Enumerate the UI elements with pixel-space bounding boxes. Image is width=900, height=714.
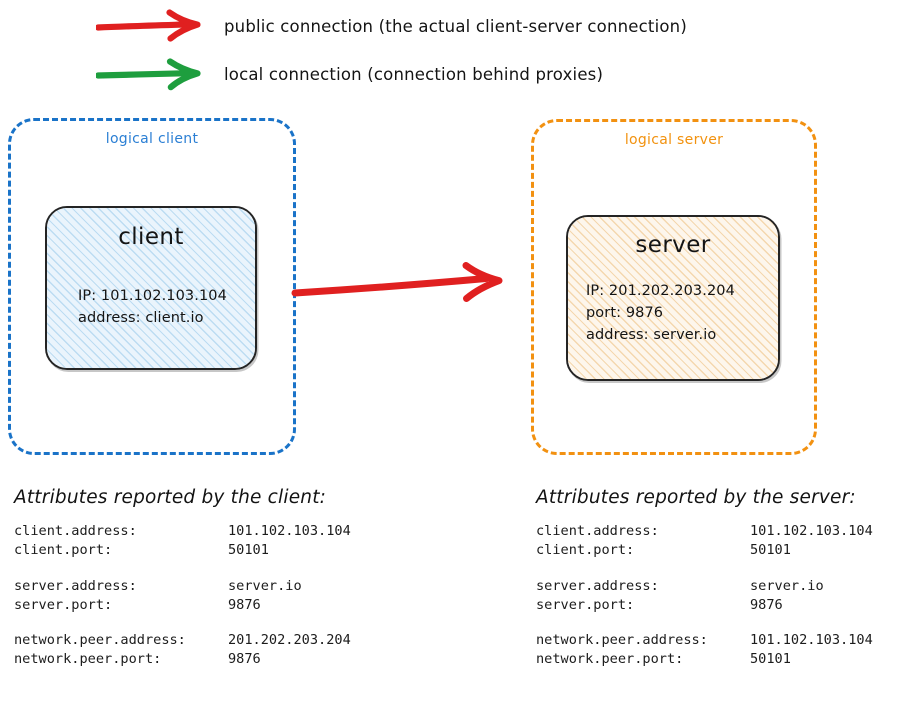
attr-value: server.io [750,577,824,594]
server-node-detail-port: port: 9876 [586,304,664,321]
server-attributes-table: client.address: 101.102.103.104 client.p… [536,522,900,670]
public-connection-arrow [291,262,503,302]
attr-row: server.port: 9876 [14,596,414,615]
legend-label-local: local connection (connection behind prox… [224,64,604,84]
attr-key: client.address: [14,523,137,539]
attr-group: network.peer.address: 201.202.203.204 ne… [14,631,414,670]
server-node-detail-ip: IP: 201.202.203.204 [586,283,735,299]
attr-key: server.port: [536,596,635,613]
attr-key: network.peer.address: [14,632,186,649]
legend-label-public: public connection (the actual client-ser… [224,16,687,36]
attr-key: server.port: [14,596,113,613]
attr-key: network.peer.address: [536,632,708,649]
client-node-details: IP: 101.102.103.104 address: client.io [47,286,255,330]
attr-row: network.peer.address: 101.102.103.104 [536,631,900,650]
attr-value: server.io [228,577,302,594]
attr-row: network.peer.address: 201.202.203.204 [14,631,414,650]
attr-key: network.peer.port: [14,651,162,668]
server-attributes-panel: Attributes reported by the server: clien… [536,487,900,670]
client-attributes-heading: Attributes reported by the client: [14,487,327,508]
attr-group: client.address: 101.102.103.104 client.p… [536,522,900,561]
attr-value: 9876 [228,651,261,668]
attr-row: network.peer.port: 50101 [536,650,900,669]
attr-key: client.port: [14,542,113,559]
client-node-detail-ip: IP: 101.102.103.104 [78,288,227,304]
server-node-hatch [568,217,778,379]
logical-server-title: logical server [624,132,724,148]
logical-server-container: logical server server IP: 201.202.203.20… [531,119,817,455]
attr-key: server.address: [536,577,659,594]
attr-value: 101.102.103.104 [228,523,351,539]
server-node[interactable]: server IP: 201.202.203.204 port: 9876 ad… [566,215,780,381]
attr-key: network.peer.port: [536,651,684,668]
client-node[interactable]: client IP: 101.102.103.104 address: clie… [45,206,257,370]
attr-group: server.address: server.io server.port: 9… [536,577,900,616]
legend-item-local: local connection (connection behind prox… [96,54,603,94]
attr-row: network.peer.port: 9876 [14,650,414,669]
client-node-detail-address: address: client.io [78,309,204,326]
client-attributes-table: client.address: 101.102.103.104 client.p… [14,522,414,670]
attr-value: 9876 [750,596,783,613]
attr-value: 9876 [228,596,261,613]
server-node-detail-address: address: server.io [586,326,717,343]
attr-group: server.address: server.io server.port: 9… [14,577,414,616]
attr-group: network.peer.address: 101.102.103.104 ne… [536,631,900,670]
attr-value: 50101 [228,542,269,559]
attr-value: 50101 [750,651,791,668]
attr-value: 50101 [750,542,791,559]
attr-key: client.address: [536,523,659,539]
logical-client-title: logical client [105,131,199,147]
client-node-title: client [118,224,184,250]
legend-item-public: public connection (the actual client-ser… [96,6,687,46]
client-attributes-panel: Attributes reported by the client: clien… [14,487,414,670]
attr-group: client.address: 101.102.103.104 client.p… [14,522,414,561]
server-node-details: IP: 201.202.203.204 port: 9876 address: … [568,281,778,346]
server-node-title: server [635,232,711,258]
green-arrow-icon [96,58,201,91]
attr-row: server.address: server.io [536,577,900,596]
attr-row: client.address: 101.102.103.104 [14,522,414,541]
attr-row: client.port: 50101 [14,541,414,560]
attr-row: server.port: 9876 [536,596,900,615]
logical-client-container: logical client client IP: 101.102.103.10… [8,118,296,455]
attr-value: 201.202.203.204 [228,632,351,649]
attr-key: client.port: [536,542,635,559]
attr-value: 101.102.103.104 [750,523,873,539]
client-node-hatch [47,208,255,368]
attr-row: client.address: 101.102.103.104 [536,522,900,541]
server-attributes-heading: Attributes reported by the server: [536,487,856,508]
attr-row: client.port: 50101 [536,541,900,560]
red-arrow-icon [96,9,201,42]
attr-key: server.address: [14,577,137,594]
attr-row: server.address: server.io [14,577,414,596]
attr-value: 101.102.103.104 [750,632,873,649]
